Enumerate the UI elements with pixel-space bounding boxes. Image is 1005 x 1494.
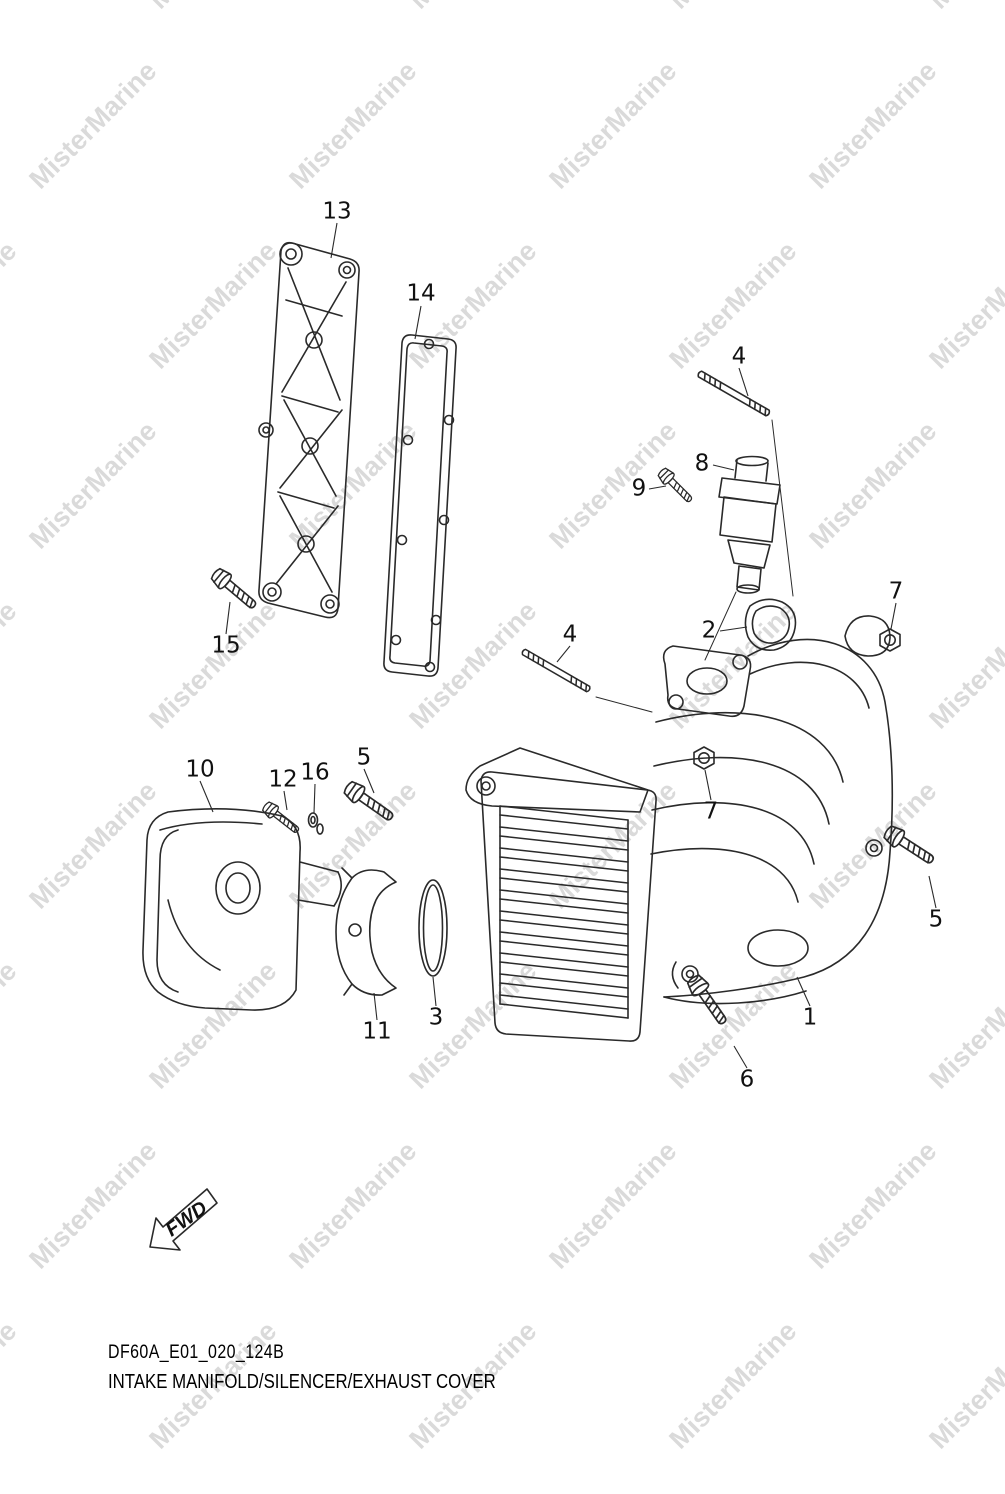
fwd-arrow [149, 1188, 218, 1251]
intake-manifold [465, 615, 894, 1042]
cover-gasket [383, 334, 457, 677]
leader-lines [199, 222, 937, 1069]
washer-16 [307, 812, 324, 835]
gasket-2 [744, 598, 797, 652]
silencer [142, 808, 342, 1011]
joint-collar-11 [335, 867, 397, 996]
stud-4-top [696, 369, 794, 597]
footer: DF60A_E01_020_124B INTAKE MANIFOLD/SILEN… [108, 1342, 570, 1394]
bolt-5-left [340, 777, 398, 827]
bolt-15 [208, 565, 262, 614]
bolt-12 [259, 799, 303, 838]
exhaust-cover-plate [258, 241, 360, 619]
bolt-9 [655, 465, 697, 507]
o-ring-3 [418, 879, 448, 977]
bolt-6 [683, 971, 733, 1029]
stud-4-mid [520, 647, 653, 713]
drawing-title: INTAKE MANIFOLD/SILENCER/EXHAUST COVER [108, 1371, 496, 1393]
valve-assembly-8 [704, 455, 781, 661]
drawing-code: DF60A_E01_020_124B [108, 1342, 285, 1363]
